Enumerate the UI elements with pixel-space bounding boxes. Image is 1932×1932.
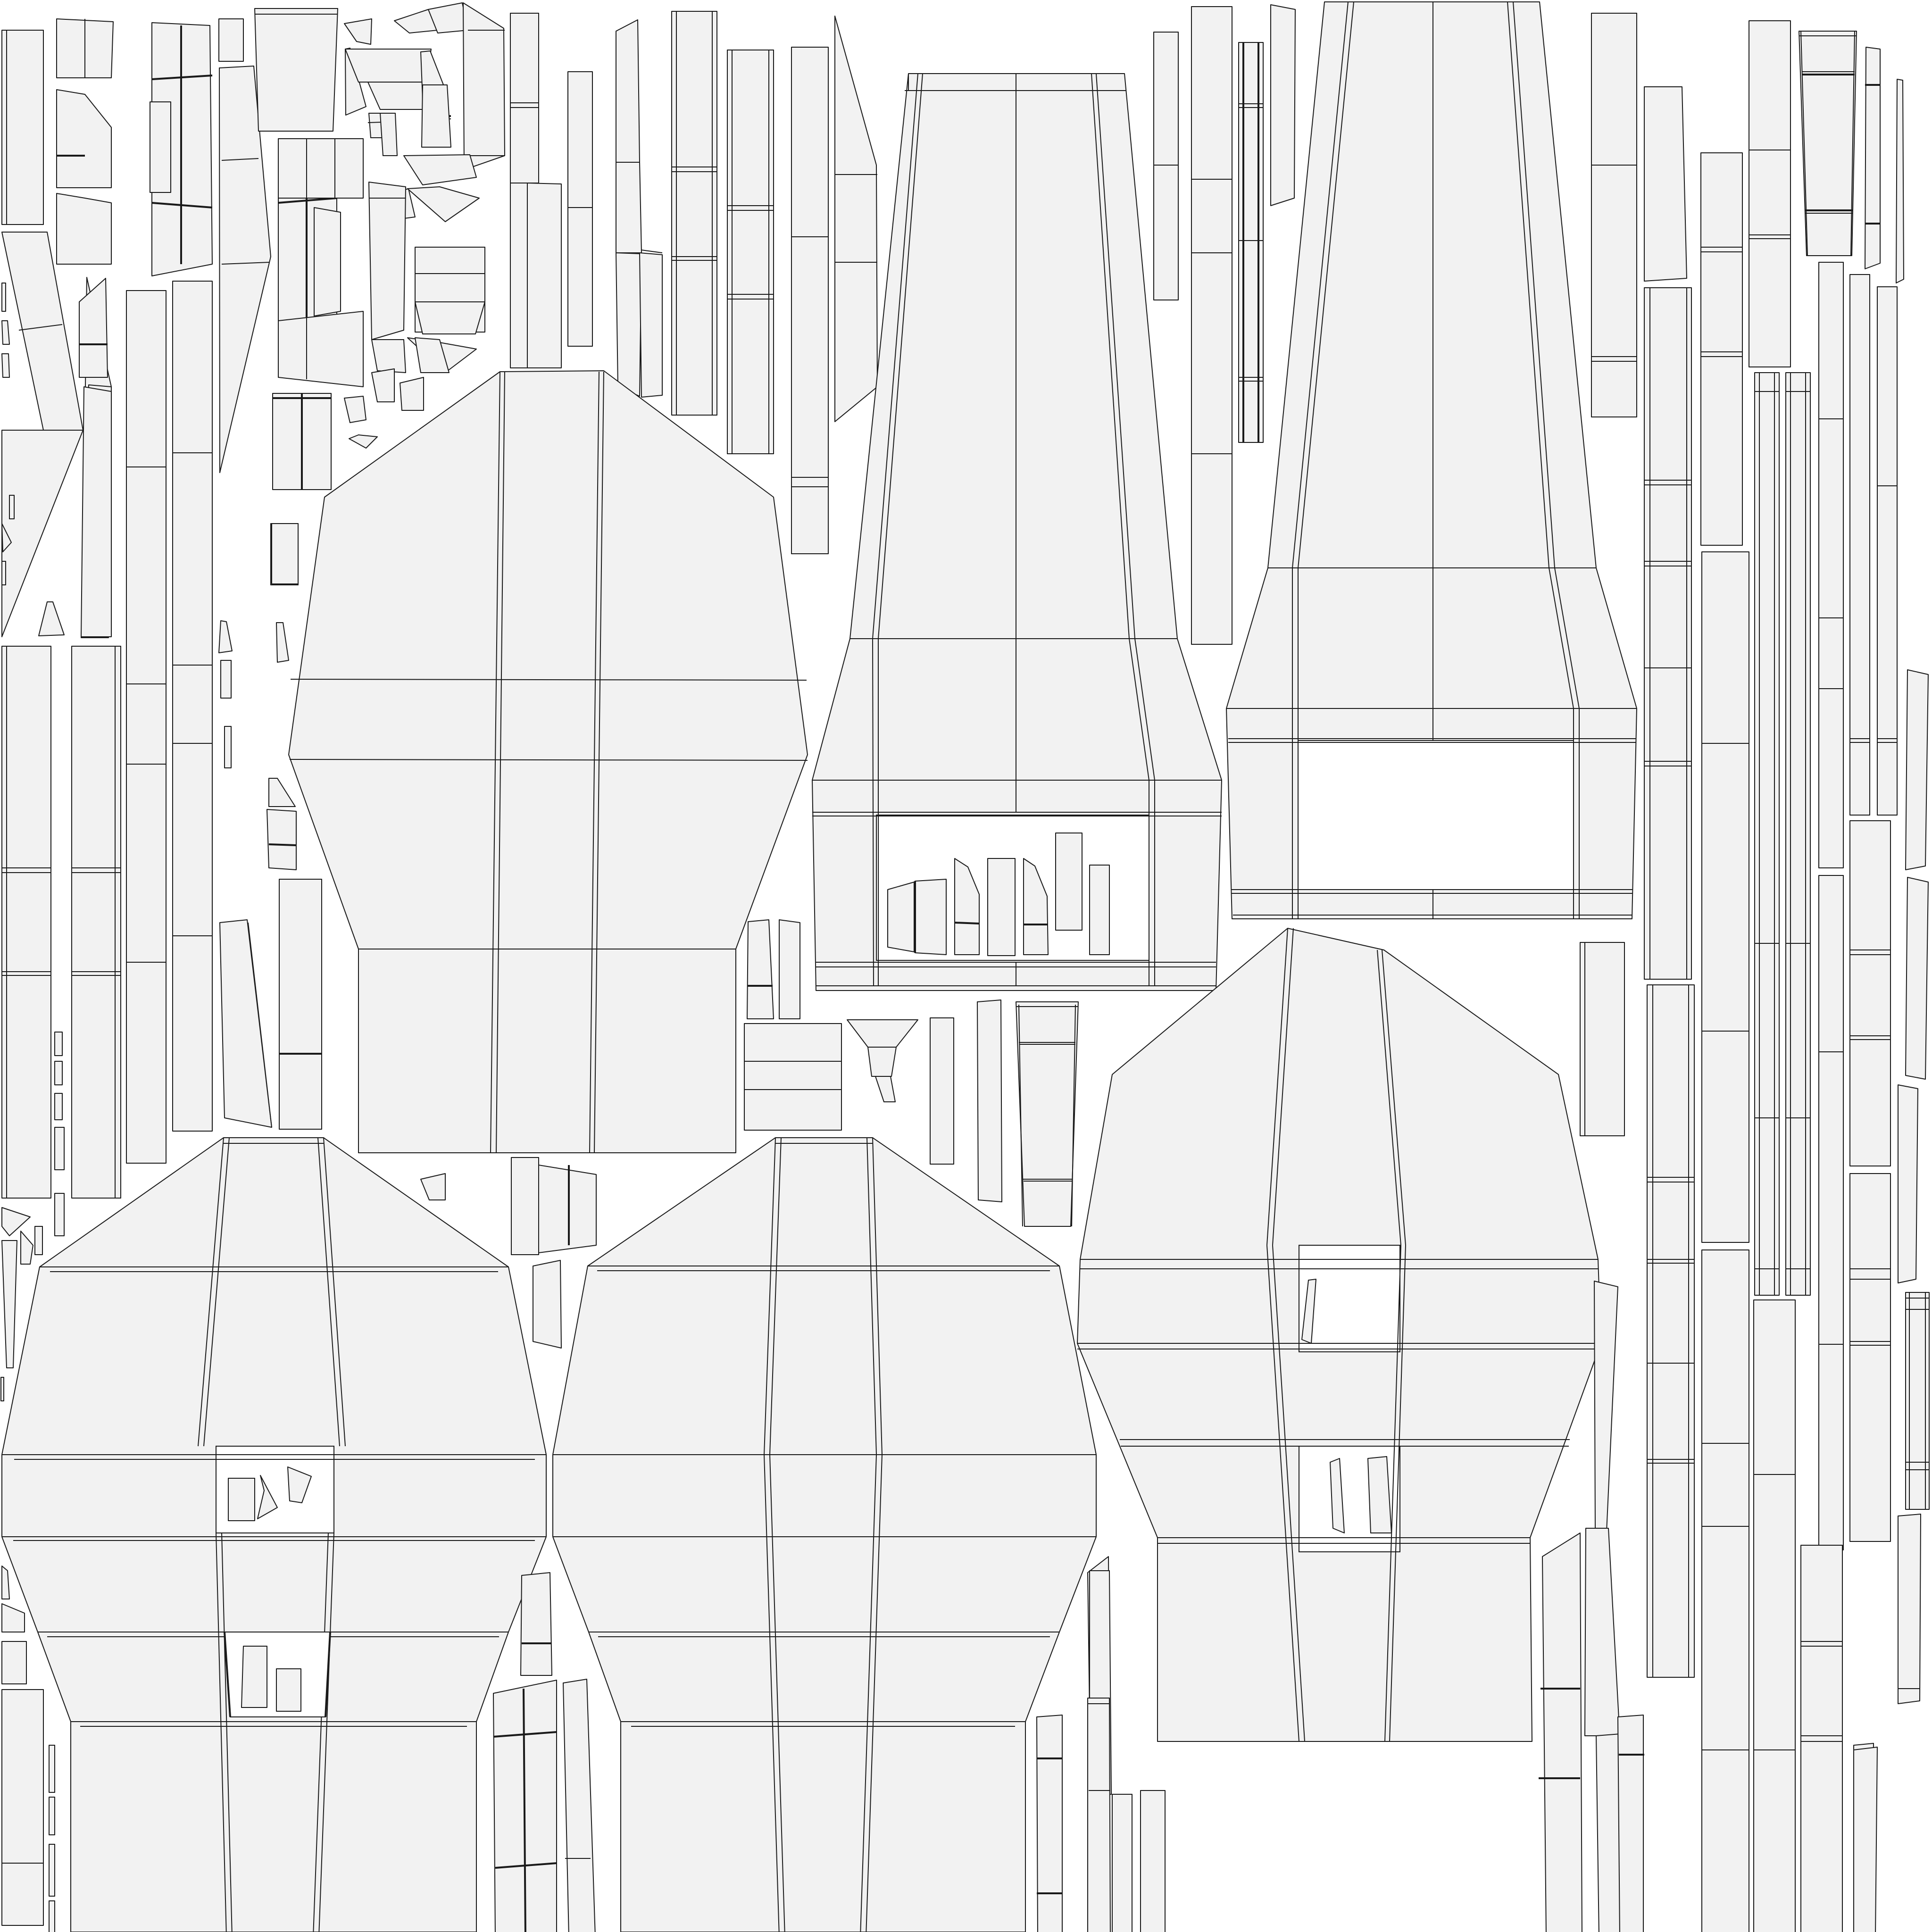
uv-island-upper-fragments [218,2,505,585]
uv-island-bottom-left-strips [493,1572,596,1932]
uv-island-center-small [744,919,1079,1227]
uv-island-bottom-center-strips [1036,1556,1166,1932]
uv-island-center-roof [288,370,808,1153]
uv-island-left-column [1,18,213,1926]
uv-island-top-mid-strips [510,11,878,554]
uv-island-right-strips [1539,942,1644,1932]
uv-island-far-right-columns [1591,13,1930,1932]
uv-island-mid-right-roof [1077,928,1601,1742]
uv-island-mid-strips [1153,4,1296,645]
uv-island-bottom-left-body [1,1137,547,1932]
uv-island-bottom-center-body [552,1137,1097,1932]
uv-island-small-fragments [0,283,597,1932]
uv-island-top-right-hood [1226,1,1637,919]
